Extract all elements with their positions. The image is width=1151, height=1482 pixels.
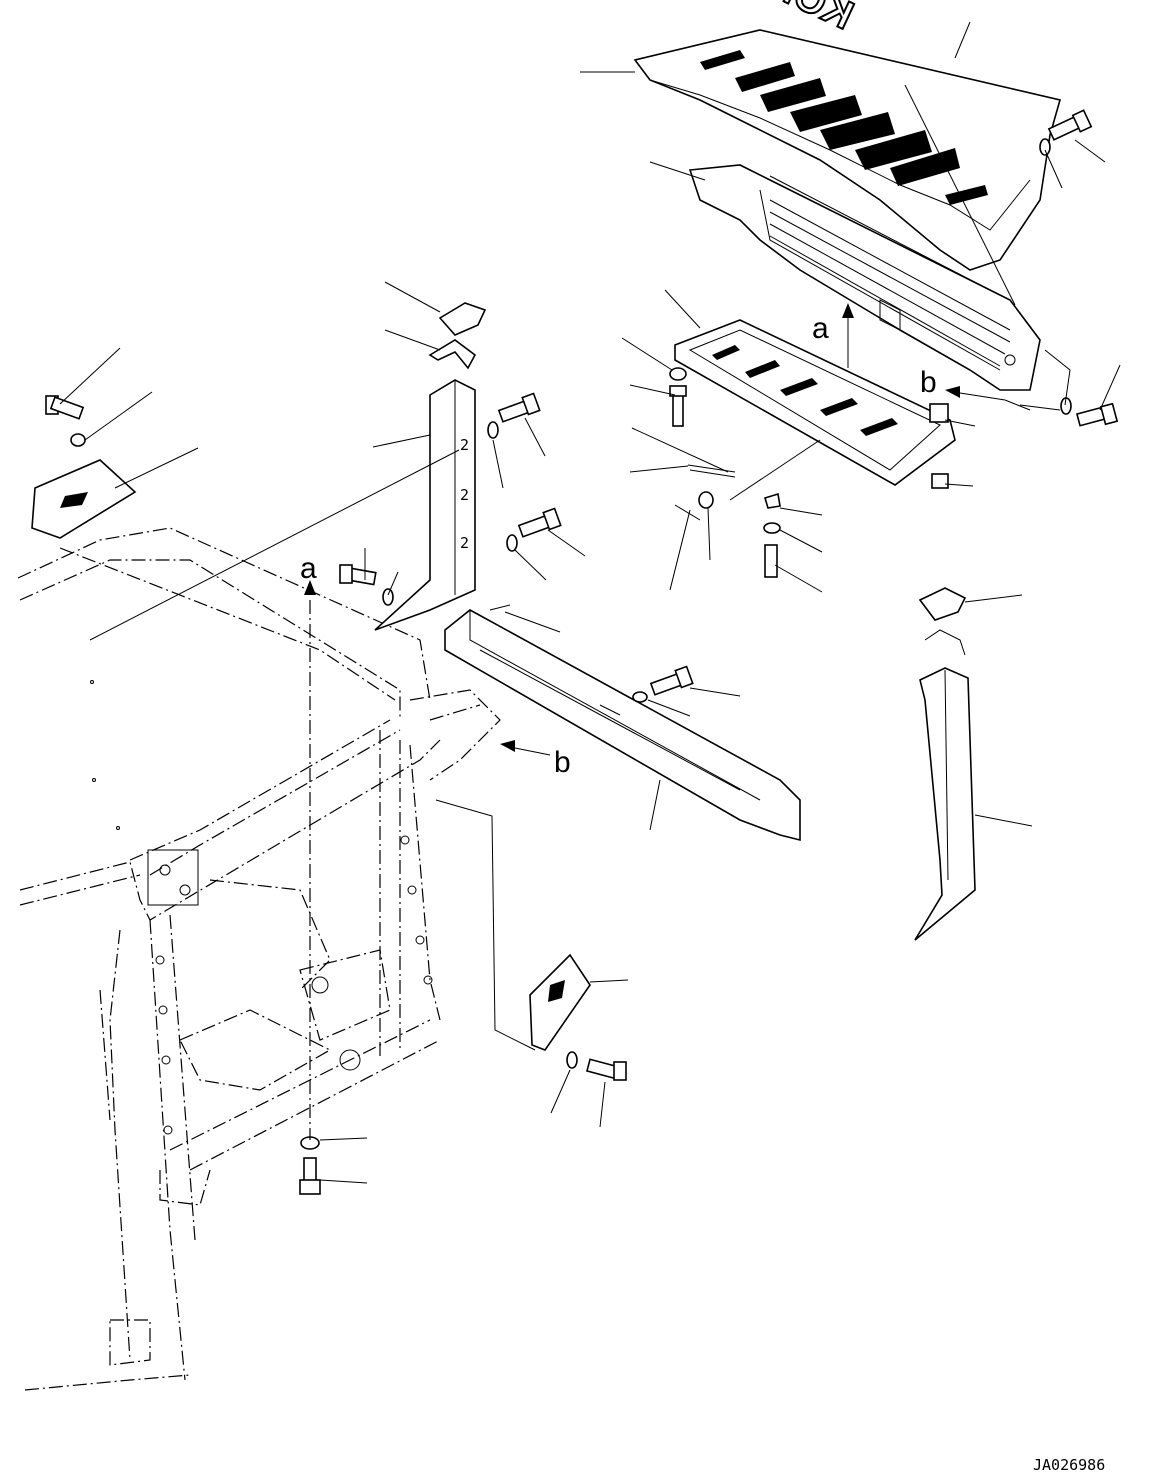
vented-plate-slots	[712, 345, 898, 436]
post-mark-3: 2	[460, 534, 469, 552]
view-label-a-right: a	[812, 312, 829, 345]
vertical-post: 2 2 2	[374, 379, 476, 631]
drawing-code: JA026986	[1033, 1456, 1105, 1474]
fasteners	[45, 109, 1119, 1195]
post-mark-1: 2	[460, 436, 469, 454]
gaskets	[31, 302, 967, 1051]
view-markers: a a b b	[300, 303, 960, 779]
top-cover-vents	[700, 50, 988, 205]
leader-lines	[59, 21, 1121, 1184]
view-label-b-left: b	[554, 746, 571, 779]
arrow-left-icon	[500, 740, 515, 752]
cab-frame	[17, 527, 501, 1391]
arrow-up-icon	[842, 303, 854, 318]
arrow-up-icon	[304, 580, 316, 595]
view-label-b-right: b	[920, 366, 937, 399]
arrow-left-icon	[945, 386, 960, 398]
vented-plate	[674, 319, 956, 486]
grille-panel	[688, 164, 1041, 391]
diagonal-beam	[444, 609, 801, 842]
right-post	[914, 629, 976, 941]
view-label-a-left: a	[300, 552, 317, 585]
post-mark-2: 2	[460, 486, 469, 504]
